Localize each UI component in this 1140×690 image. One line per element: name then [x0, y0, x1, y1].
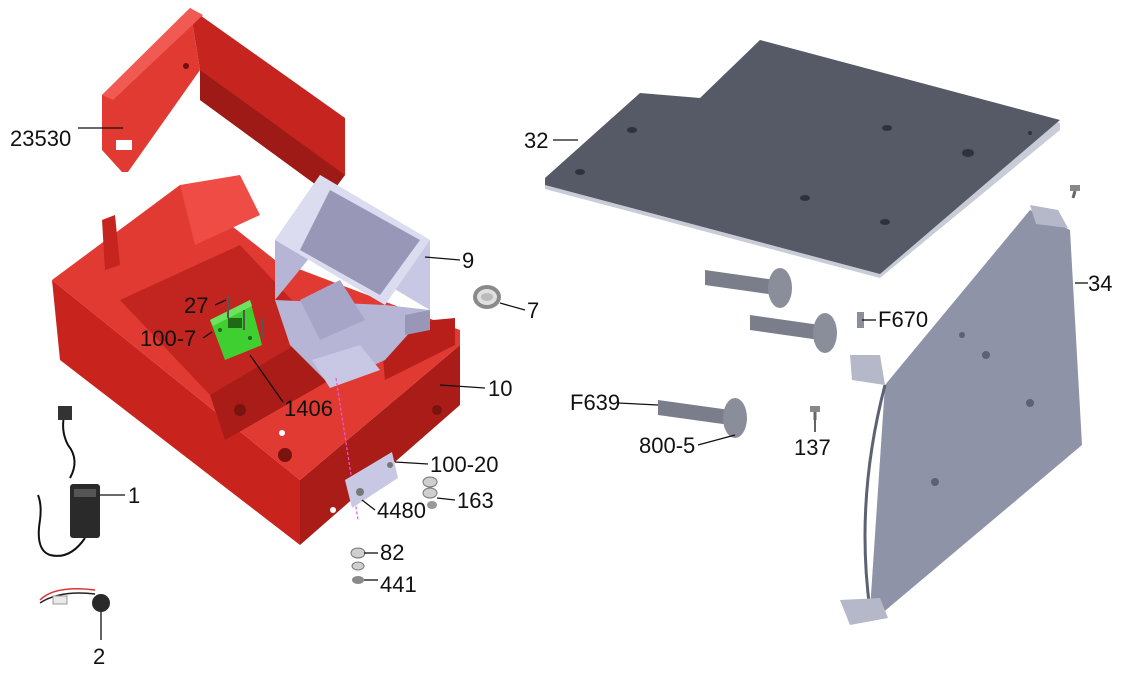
part-screw-small — [1070, 185, 1080, 199]
part-27-screws — [227, 296, 263, 338]
leader-lines — [78, 127, 1088, 640]
part-7-grommet — [473, 285, 501, 309]
part-800-5-posts — [658, 268, 837, 438]
label-441: 441 — [380, 572, 417, 597]
label-82: 82 — [380, 540, 404, 565]
part-100-20-plate — [345, 452, 398, 508]
part-2-dc-jack — [39, 588, 110, 612]
label-F639: F639 — [570, 390, 620, 415]
label-800-5: 800-5 — [639, 433, 695, 458]
label-100-20: 100-20 — [430, 452, 499, 477]
label-9: 9 — [462, 248, 474, 273]
part-9-bracket — [275, 175, 430, 388]
part-32-plate — [545, 40, 1060, 278]
part-1-power-adapter — [37, 406, 100, 557]
label-F670: F670 — [878, 307, 928, 332]
label-100-7: 100-7 — [140, 326, 196, 351]
label-163: 163 — [457, 488, 494, 513]
part-137-screw — [810, 406, 820, 420]
part-163-washers — [422, 476, 438, 509]
label-1406: 1406 — [284, 396, 333, 421]
assembly-guide-line — [335, 377, 359, 521]
callout-labels: 23530 27 100-7 1406 9 7 10 100-20 163 44… — [10, 126, 1112, 669]
label-23530: 23530 — [10, 126, 71, 151]
label-10: 10 — [488, 376, 512, 401]
label-7: 7 — [527, 298, 539, 323]
part-34-panel — [840, 205, 1082, 625]
part-441-nut — [352, 576, 364, 584]
label-32: 32 — [524, 128, 548, 153]
label-1: 1 — [128, 483, 140, 508]
label-27: 27 — [184, 293, 208, 318]
part-23530-cover — [102, 8, 345, 195]
label-2: 2 — [93, 644, 105, 669]
label-4480: 4480 — [377, 498, 426, 523]
label-34: 34 — [1088, 271, 1112, 296]
label-137: 137 — [794, 435, 831, 460]
part-82-washer — [350, 547, 366, 571]
part-F670-pin — [857, 312, 864, 328]
part-100-7-pcb — [210, 300, 262, 360]
